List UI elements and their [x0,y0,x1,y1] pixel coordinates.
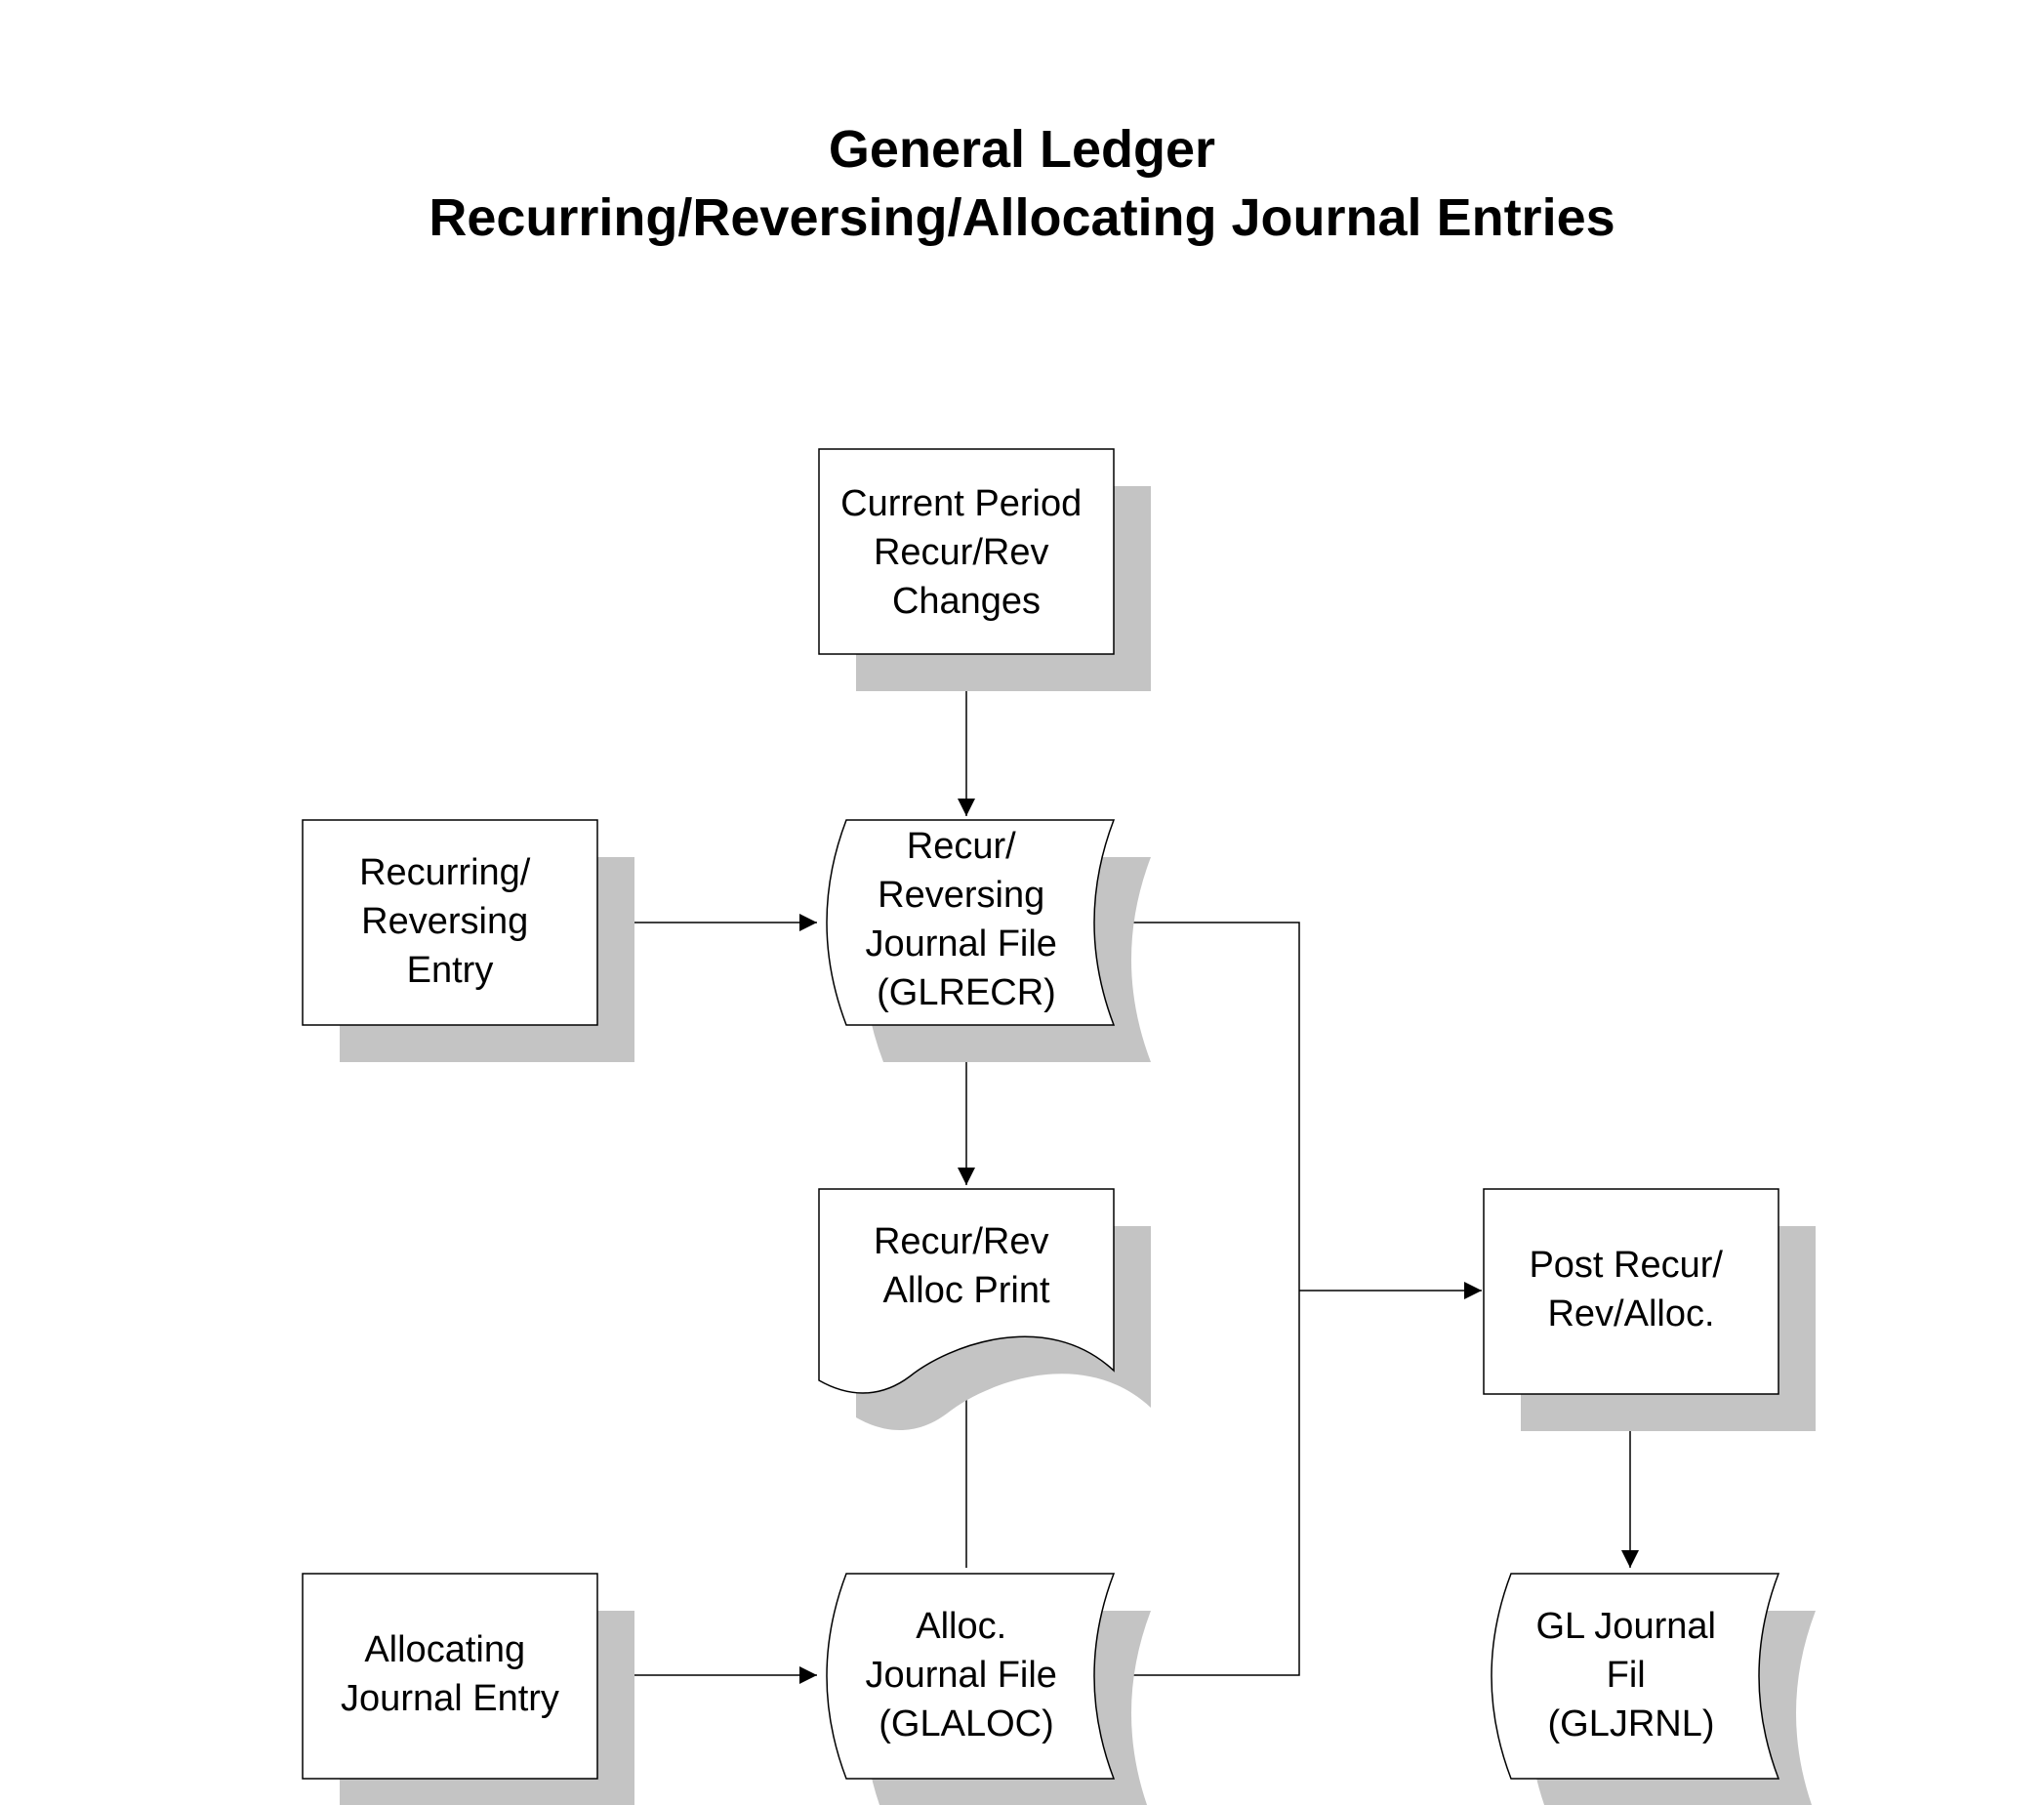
current-period-line-2: Recur/Rev [874,532,1049,573]
svg-text:GL Journal Fil (GL: GL Journal Fil (GLJRNL) [1535,1606,1726,1744]
diagram-title: General Ledger Recurring/Reversing/Alloc… [0,115,2044,252]
svg-text:Recur/ Reversing J: Recur/ Reversing Journal File (GLRECR) [866,826,1068,1013]
recurring-entry-line-2: Reversing [361,901,528,942]
alloc-file-line-1: Alloc. [916,1606,1006,1647]
recur-file-line-4: (GLRECR) [877,972,1056,1013]
recur-file-line-3: Journal File [866,923,1057,964]
recur-file-line-1: Recur/ [907,826,1016,867]
alloc-file-line-2: Journal File [866,1655,1057,1696]
connectors [597,654,1639,1684]
allocating-entry-line-1: Allocating [364,1629,525,1670]
svg-text:Post Recur/ Rev/Alloc.: Post Recur/ Rev/Alloc. [1529,1245,1733,1334]
svg-text:Recurring/ Reversing: Recurring/ Reversing Entry [359,852,541,991]
gl-file-line-1: GL Journal [1535,1606,1715,1647]
node-recurring-entry: Recurring/ Reversing Entry [302,819,634,1062]
alloc-print-line-2: Alloc Print [882,1270,1049,1311]
gl-file-line-2: Fil [1607,1655,1646,1696]
svg-text:Allocating Journal Entry: Allocating Journal Entry [341,1629,559,1719]
title-line-1: General Ledger [828,120,1216,179]
recurring-entry-line-3: Entry [407,950,494,991]
allocating-entry-line-2: Journal Entry [341,1678,559,1719]
node-gl-journal-file: GL Journal Fil (GLJRNL) [1491,1573,1816,1805]
svg-text:Current Period Recur/Rev: Current Period Recur/Rev Changes [840,483,1092,622]
recur-file-line-2: Reversing [878,875,1044,916]
node-alloc-journal-file: Alloc. Journal File (GLALOC) [826,1573,1151,1805]
alloc-file-line-3: (GLALOC) [879,1703,1053,1744]
edge-recur-file-to-bus [1088,922,1300,1676]
node-alloc-print: Recur/Rev Alloc Print [818,1188,1151,1430]
node-current-period: Current Period Recur/Rev Changes [818,448,1151,691]
title-line-2: Recurring/Reversing/Allocating Journal E… [429,188,1615,247]
current-period-line-3: Changes [892,581,1041,622]
svg-text:Alloc. Journal File: Alloc. Journal File (GLALOC) [866,1606,1068,1744]
current-period-line-1: Current Period [840,483,1082,524]
node-recur-journal-file: Recur/ Reversing Journal File (GLRECR) [826,819,1151,1062]
node-allocating-entry: Allocating Journal Entry [302,1573,634,1805]
post-line-1: Post Recur/ [1529,1245,1723,1286]
recurring-entry-line-1: Recurring/ [359,852,531,893]
post-line-2: Rev/Alloc. [1547,1293,1714,1334]
svg-text:Recur/Rev Alloc Print: Recur/Rev Alloc Print [874,1221,1059,1311]
gl-file-line-3: (GLJRNL) [1547,1703,1714,1744]
alloc-print-line-1: Recur/Rev [874,1221,1049,1262]
node-post: Post Recur/ Rev/Alloc. [1483,1188,1816,1431]
